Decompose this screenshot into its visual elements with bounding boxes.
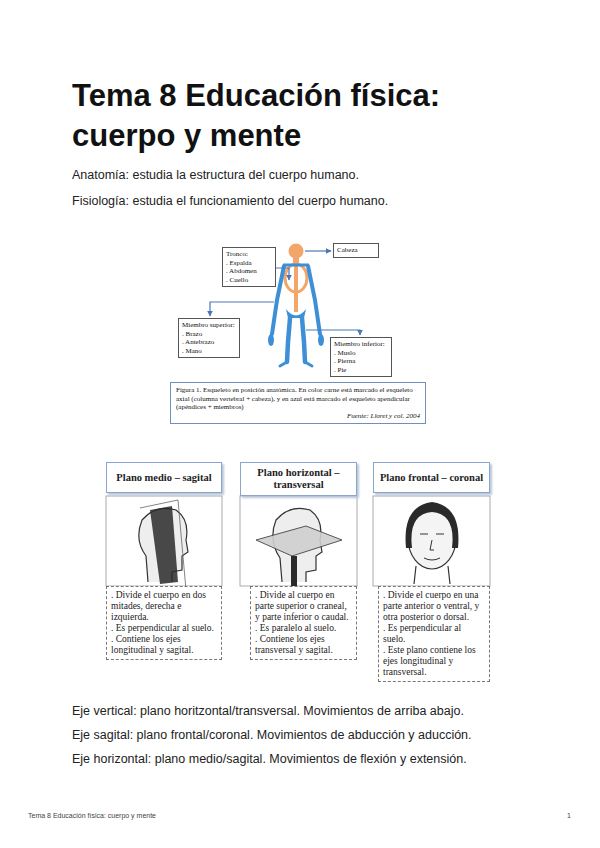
plane-pictures xyxy=(106,496,490,590)
node-text: . Cuello xyxy=(226,276,272,285)
plane-header: Plano frontal – coronal xyxy=(373,462,490,493)
node-text: . Divide al cuerpo en parte superior o c… xyxy=(255,590,352,623)
node-text: Tronco: xyxy=(226,250,272,259)
part-box: Miembro inferior:. Muslo. Pierna. Pie xyxy=(330,337,392,377)
node-text: . Contiene los ejes transversal y sagita… xyxy=(255,634,352,656)
node-text: . Pierna xyxy=(334,357,388,366)
paragraph: Fisiología: estudia el funcionamiento de… xyxy=(72,194,388,208)
figure-caption: Figura 1. Esqueleto en posición anatómic… xyxy=(170,382,426,424)
node-text: . Divide el cuerpo en dos mitades, derec… xyxy=(111,590,217,623)
node-text: . Es perpendicular al suelo. xyxy=(383,623,485,645)
paragraph: Eje vertical: plano horitzontal/transver… xyxy=(72,704,464,718)
plane-header: Plano horizontal – transversal xyxy=(240,462,357,496)
node-text: Cabeza xyxy=(337,246,375,255)
node-text: Plano horizontal – transversal xyxy=(245,467,352,491)
node-text: Fuente: Lloret y col. 2004 xyxy=(176,412,420,421)
node-text: Miembro inferior: xyxy=(334,340,388,349)
page-title: Tema 8 Educación física: cuerpo y mente xyxy=(72,76,512,156)
page-number: 1 xyxy=(567,812,571,819)
paragraph: Eje horizontal: plano medio/sagital. Mov… xyxy=(72,752,467,766)
node-text: Figura 1. Esqueleto en posición anatómic… xyxy=(176,386,420,412)
paragraph: Eje sagital: plano frontal/coronal. Movi… xyxy=(72,728,472,742)
node-text: Plano frontal – coronal xyxy=(378,472,485,484)
skeleton xyxy=(268,244,324,367)
plane-description: . Divide el cuerpo en una parte anterior… xyxy=(378,586,490,682)
node-text: . Abdomen xyxy=(226,267,272,276)
part-box: Tronco:. Espalda. Abdomen. Cuello xyxy=(222,247,276,287)
plane-description: . Divide el cuerpo en dos mitades, derec… xyxy=(106,586,222,660)
paragraph: Anatomía: estudia la estructura del cuer… xyxy=(72,168,359,182)
page-footer: Tema 8 Educación física: cuerpo y mente xyxy=(28,812,156,819)
part-box: Cabeza xyxy=(333,243,379,258)
node-text: . Es paralelo al suelo. xyxy=(255,623,352,634)
part-box: Miembro superior:. Brazo. Antebrazo. Man… xyxy=(178,318,240,358)
node-text: . Este plano contiene los ejes longitudi… xyxy=(383,645,485,678)
node-text: . Divide el cuerpo en una parte anterior… xyxy=(383,590,485,623)
plane-header: Plano medio – sagital xyxy=(106,462,222,493)
node-text: . Espalda xyxy=(226,259,272,268)
node-text: Plano medio – sagital xyxy=(111,472,217,484)
node-text: . Contiene los ejes longitudinal y sagit… xyxy=(111,634,217,656)
node-text: . Brazo xyxy=(182,330,236,339)
node-text: . Es perpendicular al suelo. xyxy=(111,623,217,634)
node-text: Miembro superior: xyxy=(182,321,236,330)
node-text: . Muslo xyxy=(334,349,388,358)
node-text: . Pie xyxy=(334,366,388,375)
plane-description: . Divide al cuerpo en parte superior o c… xyxy=(250,586,357,660)
node-text: . Mano xyxy=(182,347,236,356)
node-text: . Antebrazo xyxy=(182,338,236,347)
